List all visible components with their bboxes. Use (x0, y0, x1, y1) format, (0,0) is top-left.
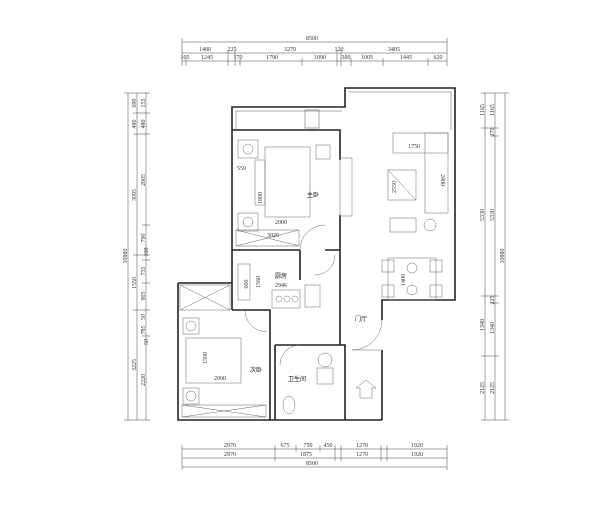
dim-right: 2125 (480, 382, 486, 394)
sink (304, 284, 321, 308)
dim-left: 785 (141, 326, 147, 335)
room-label-bathroom: 卫生间 (288, 375, 306, 383)
tv-cabinet (389, 217, 417, 233)
shower (316, 367, 334, 385)
dim-top: 105 (181, 55, 190, 61)
dim-left-total: 10880 (123, 249, 129, 264)
dim-left: 480 (141, 120, 147, 129)
furniture-dim: 550 (237, 166, 246, 172)
furniture-dim: 2550 (392, 181, 398, 193)
dim-right: 5330 (480, 209, 486, 221)
dim-left: 50 (144, 339, 150, 345)
dim-bottom: 1920 (411, 443, 423, 449)
dim-left: 790 (141, 234, 147, 243)
coffee-table (387, 169, 417, 201)
bottom-dimensions: 2970 675 750 450 1270 1920 2970 1875 127… (181, 443, 448, 470)
dim-top: 1445 (400, 55, 412, 61)
dim-top: 170 (234, 55, 243, 61)
dim-left: 155 (141, 99, 147, 108)
dim-top: 3405 (388, 47, 400, 53)
dim-top: 620 (434, 55, 443, 61)
dim-top: 300 (342, 55, 351, 61)
furniture (179, 132, 449, 418)
room-label-foyer: 门厅 (355, 315, 367, 323)
dim-top: 3270 (284, 47, 296, 53)
second-bed (185, 337, 242, 384)
desk (339, 157, 353, 217)
nightstand (237, 139, 259, 159)
dim-right: 2125 (490, 382, 496, 394)
washbasin (317, 352, 333, 368)
dim-bottom: 675 (281, 443, 290, 449)
dim-right: 1340 (490, 322, 496, 334)
furniture-dim: 3020 (267, 233, 279, 239)
dim-right: 1165 (480, 104, 486, 116)
dim-top-total: 8500 (306, 36, 318, 42)
room-label-master-bedroom: 主卧 (307, 191, 319, 199)
dim-right: 1165 (490, 104, 496, 116)
dim-right: 225 (490, 296, 496, 305)
dim-top: 1480 (199, 47, 211, 53)
dim-bottom: 1270 (356, 443, 368, 449)
dim-right: 5330 (490, 209, 496, 221)
top-dimensions: 8500 1480 225 3270 120 3405 105 1245 170… (181, 36, 448, 66)
dim-left: 100 (144, 248, 150, 257)
room-label-second-bedroom: 次卧 (250, 366, 262, 374)
dim-top: 1790 (266, 55, 278, 61)
dim-bottom: 750 (304, 443, 313, 449)
dim-left: 2805 (141, 174, 147, 186)
dim-left: 50 (141, 314, 147, 320)
left-dim-labels: 10880 690 480 3095 1550 3225 155 480 280… (123, 99, 150, 387)
dim-right-total: 10880 (500, 249, 506, 264)
dim-left: 3225 (132, 359, 138, 371)
dim-top: 1090 (314, 55, 326, 61)
wardrobe (181, 404, 267, 418)
furniture-dim: 600 (244, 280, 250, 289)
sofa (392, 132, 449, 154)
left-dimensions: 10880 690 480 3095 1550 3225 155 480 280… (123, 92, 150, 421)
dim-left: 735 (141, 267, 147, 276)
dim-top: 1005 (361, 55, 373, 61)
furniture-dim: 2400 (439, 174, 445, 186)
dining-table (387, 257, 437, 301)
furniture-dim: 2000 (214, 376, 226, 382)
dim-top: 120 (335, 47, 344, 53)
dim-bottom: 2970 (224, 452, 236, 458)
dim-bottom: 1920 (411, 452, 423, 458)
dim-right: 270 (490, 128, 496, 137)
dim-left: 690 (132, 99, 138, 108)
dim-left: 2220 (141, 374, 147, 386)
dim-left: 3095 (132, 189, 138, 201)
dim-bottom: 1875 (300, 452, 312, 458)
dim-right: 1340 (480, 319, 486, 331)
fridge (237, 263, 251, 301)
room-label-kitchen: 厨房 (275, 272, 287, 280)
dim-top: 1245 (201, 55, 213, 61)
stove (271, 289, 301, 309)
furniture-dim: 1800 (258, 192, 264, 204)
dim-bottom: 450 (324, 443, 333, 449)
dim-left: 905 (141, 292, 147, 301)
nightstand (237, 212, 259, 232)
furniture-dim: 1560 (256, 276, 262, 288)
furniture-dim: 1500 (203, 352, 209, 364)
walls (177, 87, 456, 421)
toilet (282, 395, 296, 415)
right-dimensions: 1165 5330 1340 2125 1165 270 5330 225 13… (480, 92, 509, 421)
dim-top: 225 (228, 47, 237, 53)
sofa (424, 132, 449, 214)
chair (315, 144, 331, 160)
furniture-dim: 2000 (275, 220, 287, 226)
furniture-dim: 1400 (401, 274, 407, 286)
dim-left: 480 (132, 120, 138, 129)
master-bed (264, 146, 311, 218)
wardrobe (235, 229, 300, 247)
dim-left: 1550 (132, 277, 138, 289)
furniture-dim: 1750 (408, 144, 420, 150)
dim-bottom: 2970 (224, 443, 236, 449)
entrance-arrow-icon (355, 379, 377, 399)
kitchen-size: 2946 (275, 283, 287, 289)
dim-bottom-total: 8500 (306, 461, 318, 467)
dim-bottom: 1270 (356, 452, 368, 458)
